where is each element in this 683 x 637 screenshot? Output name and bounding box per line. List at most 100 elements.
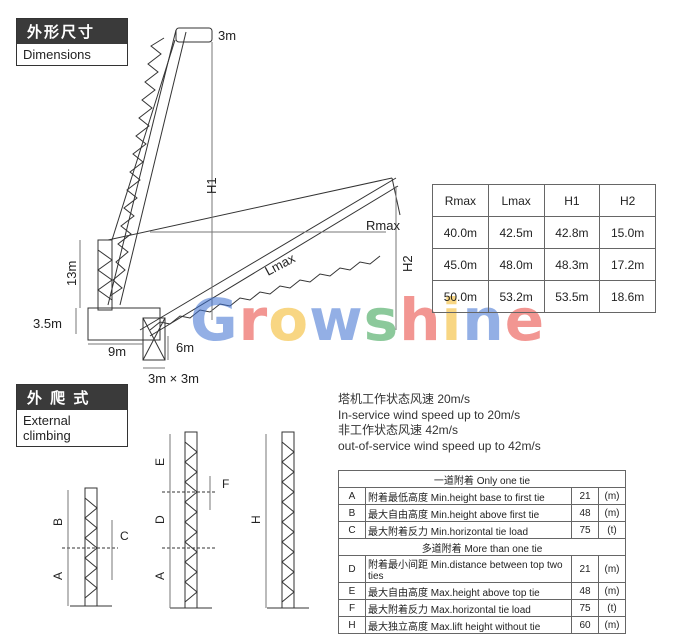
label-base-depth: 6m (176, 340, 194, 355)
brand-watermark: Growshine (190, 286, 545, 354)
table-cell: 21 (571, 555, 599, 583)
wind-speed-notes: 塔机工作状态风速 20m/s In-service wind speed up … (338, 392, 541, 454)
label-c: C (120, 529, 129, 543)
wind-line-2: In-service wind speed up to 20m/s (338, 407, 521, 422)
label-counter-height: 3.5m (33, 316, 62, 331)
table-cell: 45.0m (432, 248, 489, 281)
table-cell: 53.5m (543, 280, 601, 313)
col-h2: H2 (599, 184, 656, 217)
crane-base-box (142, 317, 166, 361)
label-a1: A (51, 572, 65, 580)
table-cell: 15.0m (599, 216, 656, 249)
label-a2: A (153, 572, 167, 580)
label-d: D (153, 515, 167, 524)
table-cell: E (338, 582, 366, 600)
label-b: B (51, 518, 65, 526)
label-e: E (153, 458, 167, 466)
table-cell: 附着最小间距 Min.distance between top two ties (365, 555, 572, 583)
table-cell: 附着最低高度 Min.height base to first tie (365, 487, 572, 505)
climbing-title-cn: 外 爬 式 (17, 385, 127, 410)
label-base-height: 13m (64, 261, 79, 286)
label-rmax: Rmax (366, 218, 400, 233)
table-cell: C (338, 521, 366, 539)
brand-letter: s (363, 286, 400, 354)
table-cell: D (338, 555, 366, 583)
dimensions-title-cn: 外形尺寸 (17, 19, 127, 44)
table-row: 45.0m 48.0m 48.3m 17.2m (432, 248, 656, 281)
dimension-table: Rmax Lmax H1 H2 40.0m 42.5m 42.8m 15.0m … (432, 184, 656, 313)
table-cell: 48 (571, 582, 599, 600)
table-cell: (m) (598, 504, 626, 522)
dimensions-header: 外形尺寸 Dimensions (16, 18, 128, 66)
table-cell: A (338, 487, 366, 505)
wind-line-4: out-of-service wind speed up to 42m/s (338, 438, 541, 453)
col-lmax: Lmax (487, 184, 545, 217)
wind-line-1: 塔机工作状态风速 20m/s (338, 392, 471, 406)
table-cell: 42.5m (487, 216, 545, 249)
col-h1: H1 (543, 184, 601, 217)
table-cell: 75 (571, 599, 599, 617)
table-cell: 60 (571, 616, 599, 634)
table-cell: (m) (598, 616, 626, 634)
table-section-row: 一道附着 Only one tie (338, 470, 626, 488)
table-cell: H (338, 616, 366, 634)
table-section-title: 多道附着 More than one tie (338, 538, 626, 556)
luffing-jib-right (139, 177, 397, 331)
table-cell: 最大自由高度 Min.height above first tie (365, 504, 572, 522)
dimension-table-header: Rmax Lmax H1 H2 (432, 184, 656, 217)
table-cell: (m) (598, 555, 626, 583)
label-top-height: 3m (218, 28, 236, 43)
climbing-header: 外 爬 式 External climbing (16, 384, 128, 447)
table-section-row: 多道附着 More than one tie (338, 538, 626, 556)
table-cell: (t) (598, 521, 626, 539)
table-cell: (m) (598, 582, 626, 600)
table-cell: 48 (571, 504, 599, 522)
brand-letter: w (309, 286, 364, 354)
table-cell: 最大附着反力 Min.horizontal tie load (365, 521, 572, 539)
table-cell: (m) (598, 487, 626, 505)
table-cell: 最大独立高度 Max.lift height without tie (365, 616, 572, 634)
wind-line-3: 非工作状态风速 42m/s (338, 423, 459, 437)
table-cell: 21 (571, 487, 599, 505)
table-cell: 50.0m (432, 280, 489, 313)
label-counter-width: 9m (108, 344, 126, 359)
table-cell: 17.2m (599, 248, 656, 281)
table-cell: 40.0m (432, 216, 489, 249)
table-cell: (t) (598, 599, 626, 617)
brand-letter: G (190, 286, 239, 354)
table-section-title: 一道附着 Only one tie (338, 470, 626, 488)
table-cell: 18.6m (599, 280, 656, 313)
climbing-title-en: External climbing (23, 413, 71, 443)
brand-letter: o (268, 286, 310, 354)
table-cell: F (338, 599, 366, 617)
col-rmax: Rmax (432, 184, 489, 217)
table-cell: 最大自由高度 Max.height above top tie (365, 582, 572, 600)
crane-mast (97, 239, 113, 311)
label-h2: H2 (400, 255, 415, 272)
table-cell: 48.3m (543, 248, 601, 281)
table-cell: 42.8m (543, 216, 601, 249)
table-cell: B (338, 504, 366, 522)
brand-letter: r (238, 286, 269, 354)
label-h: H (249, 515, 263, 524)
label-f: F (222, 477, 229, 491)
table-row: 50.0m 53.2m 53.5m 18.6m (432, 280, 656, 313)
dimensions-title-en: Dimensions (23, 47, 91, 62)
table-row: 40.0m 42.5m 42.8m 15.0m (432, 216, 656, 249)
table-cell: 48.0m (487, 248, 545, 281)
table-cell: 75 (571, 521, 599, 539)
table-cell: 最大附着反力 Max.horizontal tie load (365, 599, 572, 617)
label-h1: H1 (204, 177, 219, 194)
label-base-size: 3m × 3m (148, 371, 199, 386)
table-cell: 53.2m (487, 280, 545, 313)
crane-carbody (87, 307, 161, 341)
